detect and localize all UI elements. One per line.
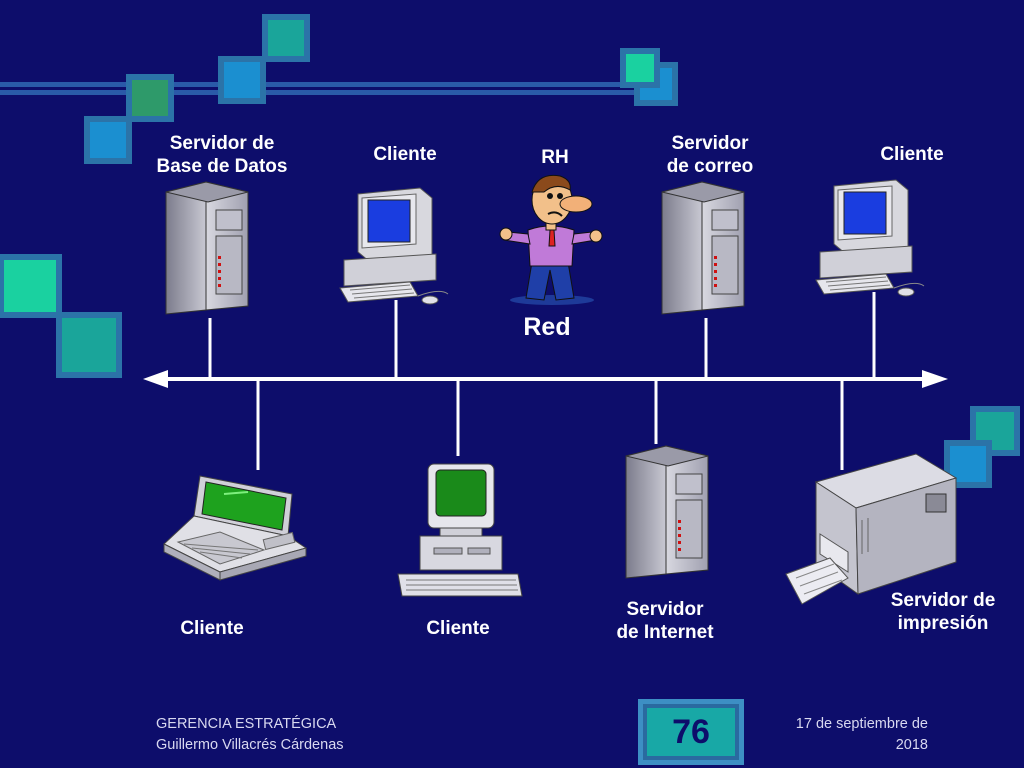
desktop-computer-icon <box>397 463 523 597</box>
print-server-label: Servidor de impresión <box>890 590 996 634</box>
network-bus <box>143 292 948 470</box>
footer-date-line2: 2018 <box>895 737 928 753</box>
printer-icon <box>785 453 958 605</box>
decor-right <box>944 406 1020 488</box>
internet-server-icon <box>625 445 709 579</box>
db-server-label: Servidor de Base de Datos <box>156 133 288 177</box>
db-server-icon <box>165 181 249 315</box>
network-label: Red <box>523 313 571 341</box>
slide-number-box: 76 <box>638 699 744 765</box>
client-label: Cliente <box>426 618 490 639</box>
footer-date: 17 de septiembre de 2018 <box>748 714 928 756</box>
mail-server-icon <box>661 181 745 315</box>
slide-number-background: 76 <box>647 708 735 756</box>
rh-label: RH <box>541 147 569 168</box>
client-label: Cliente <box>880 144 944 165</box>
client-label: Cliente <box>180 618 244 639</box>
footer-org: GERENCIA ESTRATÉGICA <box>156 716 337 732</box>
internet-server-label: Servidor de Internet <box>616 599 714 643</box>
footer-left: GERENCIA ESTRATÉGICA Guillermo Villacrés… <box>156 714 344 756</box>
decor-left <box>0 254 122 378</box>
footer-date-line1: 17 de septiembre de <box>795 716 928 732</box>
slide-number: 76 <box>672 712 710 751</box>
client-label: Cliente <box>373 144 437 165</box>
desktop-computer-icon <box>339 187 449 305</box>
laptop-computer-icon <box>163 475 308 581</box>
mail-server-label: Servidor de correo <box>666 133 754 177</box>
person-icon <box>499 174 603 305</box>
desktop-computer-icon <box>815 179 925 297</box>
decor-top-left <box>0 14 678 164</box>
footer-author: Guillermo Villacrés Cárdenas <box>156 737 344 753</box>
